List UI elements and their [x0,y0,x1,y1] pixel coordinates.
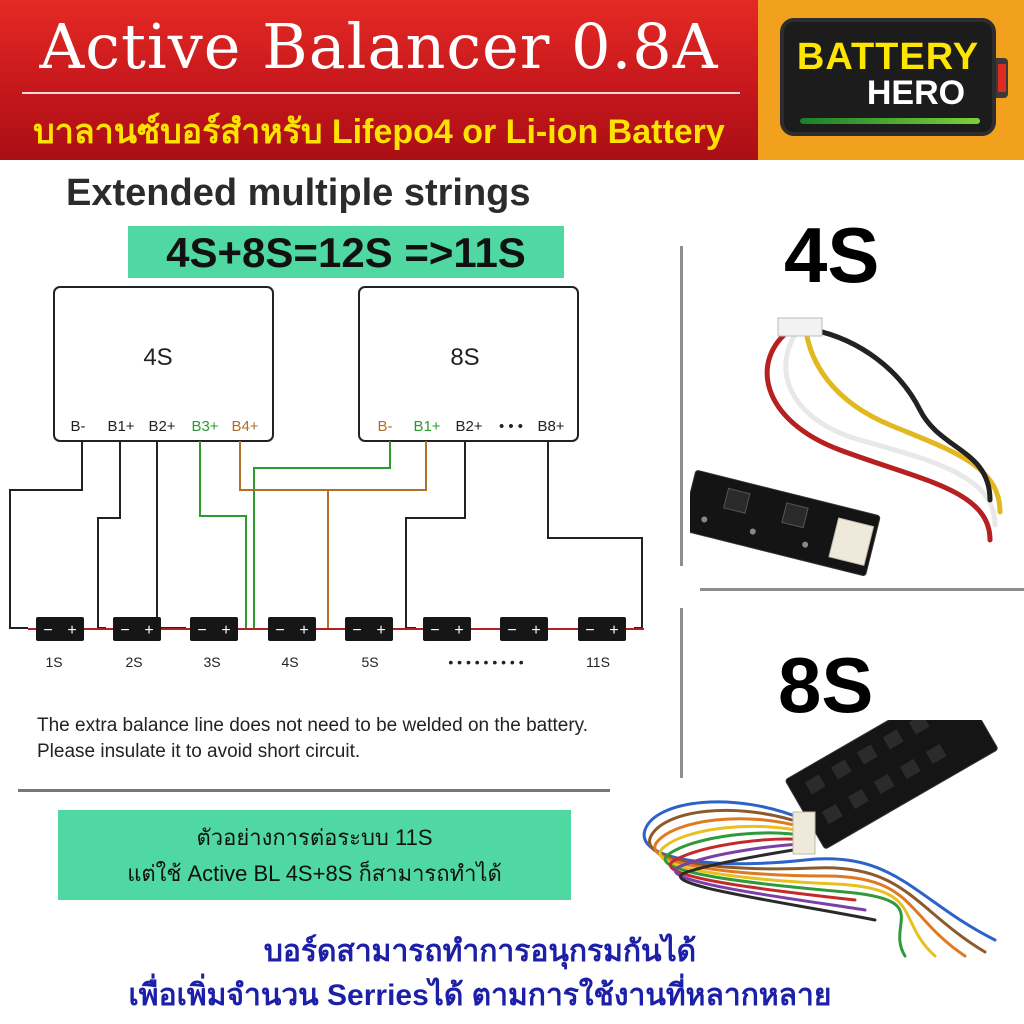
logo-text-hero: HERO [866,74,966,112]
banner-title: Active Balancer 0.8A [39,10,719,83]
product-photo-8s [642,720,998,958]
cell-minus-5: − [352,622,361,639]
banner-divider [22,92,740,94]
example-line-1: ตัวอย่างการต่อระบบ 11S [196,825,433,850]
battery-cell-7 [500,617,548,641]
green-wires [199,441,391,628]
balance-cable-4s [764,327,1003,543]
battery-cell-1 [36,617,84,641]
battery-terminal-accent [998,64,1006,92]
battery-hero-logo [780,18,996,136]
battery-cell-2 [113,617,161,641]
cell-plus-5: + [376,622,385,639]
logo-text-battery: BATTERY [796,36,980,78]
board-4s [53,286,274,442]
example-box [58,810,571,900]
cell-label-3: 3S [203,654,220,670]
brown-wires [239,441,427,628]
pin-8s-b1: B1+ [413,418,440,435]
pin-4s-b2: B2+ [148,418,175,435]
divider-vertical-top [680,246,683,566]
balance-cable-8s [642,800,997,958]
cell-plus-6: + [454,622,463,639]
battery-cell-3 [190,617,238,641]
title-banner [0,0,758,160]
pcb-8s [785,720,998,849]
product-photo-4s [690,317,1003,576]
pin-4s-bminus: B- [71,418,86,435]
cell-minus-8: − [585,622,594,639]
connector-4s [777,317,823,337]
cell-plus-8: + [609,622,618,639]
pcb-4s [690,470,881,576]
banner-subtitle: บาลานซ์บอร์สำหรับ Lifepo4 or Li-ion Batt… [33,113,725,151]
wiring-diagram: 4S 8S B- B1+ B2+ B3+ B4+ B- B1+ B2+ • • … [9,286,644,670]
board-8s-label: 8S [450,344,479,371]
cell-minus-7: − [507,622,516,639]
cell-label-6: • • • • • • • • • [448,654,523,670]
black-wires [9,441,643,629]
cell-plus-3: + [221,622,230,639]
cell-label-5: 5S [361,654,378,670]
cell-label-7: 11S [586,654,610,670]
pin-8s-b2: B2+ [455,418,482,435]
cell-minus-1: − [43,622,52,639]
board-8s [358,286,579,442]
product-label-4s: 4S [784,211,880,299]
pin-4s-b1: B1+ [107,418,134,435]
pin-8s-b8: B8+ [537,418,564,435]
divider-right [700,588,1024,591]
divider-vertical-bottom [680,608,683,778]
diagram-heading: Extended multiple strings [66,172,531,214]
equation-text: 4S+8S=12S =>11S [166,229,526,276]
example-line-2: แต่ใช้ Active BL 4S+8S ก็สามารถทำได้ [127,861,502,886]
battery-cell-8 [578,617,626,641]
pin-8s-dots: • • • [499,418,523,435]
logo-charge-bar [800,118,980,124]
pin-4s-b3: B3+ [191,418,218,435]
battery-cell-4 [268,617,316,641]
cell-label-4: 4S [281,654,298,670]
board-4s-label: 4S [143,344,172,371]
connector-8s [792,811,816,855]
product-label-8s: 8S [778,641,874,729]
cell-label-2: 2S [125,654,142,670]
battery-cell-5 [345,617,393,641]
equation-box [128,226,564,278]
footer-line-2: เพื่อเพิ่มจำนวน Serriesได้ ตามการใช้งานท… [128,979,832,1012]
battery-cell-6 [423,617,471,641]
cell-minus-6: − [430,622,439,639]
footer-line-1: บอร์ดสามารถทำการอนุกรมกันได้ [263,935,697,968]
cell-plus-4: + [299,622,308,639]
cell-plus-7: + [531,622,540,639]
divider-bottom [18,789,610,792]
insulation-note: The extra balance line does not need to … [37,715,589,762]
cell-plus-1: + [67,622,76,639]
pin-4s-b4: B4+ [231,418,258,435]
cell-plus-2: + [144,622,153,639]
cell-minus-4: − [275,622,284,639]
cell-minus-2: − [120,622,129,639]
cell-label-1: 1S [45,654,62,670]
pin-8s-bminus: B- [378,418,393,435]
cell-minus-3: − [197,622,206,639]
